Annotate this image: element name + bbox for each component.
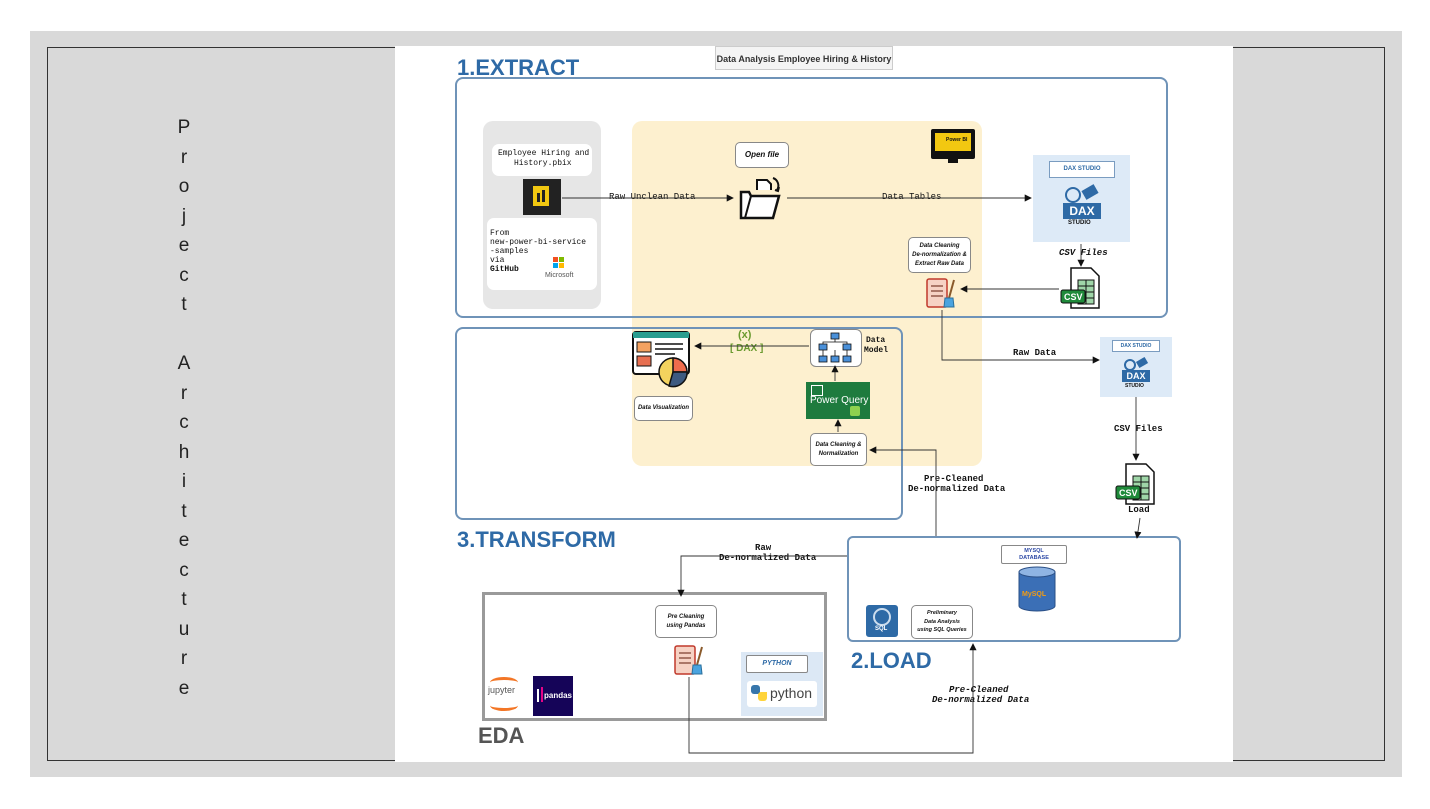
side-title-letter: P: [177, 117, 191, 138]
source-origin-card: From new-power-bi-service -samples via G…: [487, 218, 597, 290]
mysql-database-icon: MySQL: [1017, 566, 1057, 612]
arrow-raw-data: [941, 310, 1100, 364]
pbix-file-name-2: History.pbix: [514, 159, 572, 168]
arrow-eda-to-load: [688, 643, 977, 754]
extract-label: 1.EXTRACT: [457, 55, 580, 80]
mysql-database-note: MYSQL DATABASE: [1001, 545, 1067, 564]
raw-data-label: Raw Data: [1013, 348, 1057, 358]
side-title-letter: A: [177, 353, 191, 374]
architecture-diagram: Data Analysis Employee Hiring & History …: [395, 46, 1233, 762]
pbix-file-card: Employee Hiring and History.pbix: [492, 144, 592, 176]
python-tag: PYTHON: [746, 655, 808, 673]
pandas-logo-icon: pandas: [533, 676, 573, 716]
arrow-raw-to-eda: [677, 555, 847, 597]
side-title-letter: r: [180, 648, 188, 669]
python-logo-icon: python: [747, 681, 817, 707]
dax-studio-panel-2: DAX STUDIO DAX STUDIO: [1100, 337, 1172, 397]
pre-cleaned-label-1a: Pre-Cleaned: [924, 474, 984, 484]
transform-label: 3.TRANSFORM: [457, 527, 616, 552]
arrow-load: [1134, 517, 1142, 539]
open-file-note: Open file: [735, 142, 789, 168]
side-title-letter: u: [178, 618, 190, 640]
side-title-letter: c: [179, 559, 189, 581]
dax-studio-tag-2: DAX STUDIO: [1112, 340, 1160, 352]
source-via: via: [490, 256, 505, 265]
microsoft-label: Microsoft: [545, 272, 574, 279]
data-visualization-note: Data Visualization: [634, 396, 693, 421]
eda-label: EDA: [478, 723, 525, 748]
side-title-letter: c: [179, 264, 189, 286]
csv-files-label-1: CSV Files: [1059, 248, 1108, 258]
load-label: 2.LOAD: [851, 648, 932, 673]
data-cleaning-normalization-note: Data Cleaning & Normalization: [810, 433, 867, 466]
dax-studio-tag-1: DAX STUDIO: [1049, 161, 1115, 178]
side-title-letter: e: [178, 677, 190, 699]
diagram-title: Data Analysis Employee Hiring & History: [715, 46, 893, 70]
arrow-precleaned-to-transform: [869, 446, 937, 536]
preliminary-analysis-note: Preliminary Data Analysis using SQL Quer…: [911, 605, 973, 639]
connector-lines: [562, 194, 1142, 754]
dax-studio-logo-1-icon: DAX STUDIO: [1063, 184, 1103, 231]
side-title-letter: e: [178, 530, 190, 551]
source-github: GitHub: [490, 265, 519, 274]
pre-cleaned-label-2a: Pre-Cleaned: [949, 685, 1009, 695]
data-model-label-2: Model: [864, 346, 889, 355]
dax-studio-logo-2-icon: DAX STUDIO: [1122, 356, 1152, 393]
side-title-letter: c: [179, 412, 189, 433]
transform-section: [455, 327, 903, 520]
raw-unclean-data-label: Raw Unclean Data: [609, 192, 696, 202]
data-model-icon: [810, 329, 862, 367]
raw-denorm-label-b: De-normalized Data: [719, 553, 817, 563]
side-title-letter: t: [181, 500, 187, 522]
power-bi-icon: Power BI: [931, 129, 975, 163]
data-visualization-icon: [631, 330, 693, 390]
source-repo-2: -samples: [490, 247, 529, 256]
pbix-file-name-1: Employee Hiring and: [498, 149, 590, 158]
side-title-letter: r: [180, 382, 188, 404]
csv-file-icon-2: CSV: [1114, 462, 1158, 506]
data-model-label-1: Data: [866, 336, 886, 345]
raw-denorm-label-a: Raw: [755, 543, 772, 553]
data-cleaning-denorm-note: Data Cleaning De-normalization & Extract…: [908, 237, 971, 273]
side-title-letter: r: [180, 146, 188, 168]
side-title-letter: o: [178, 176, 190, 197]
csv-file-icon-1: CSV: [1059, 266, 1103, 310]
load-flow-label: Load: [1128, 505, 1150, 515]
pandas-cleaning-document-icon: [672, 643, 708, 677]
pbix-file-icon: [523, 179, 561, 215]
extract-section: [455, 77, 1168, 318]
side-title-letter: i: [181, 471, 187, 492]
data-tables-label: Data Tables: [882, 192, 942, 202]
dax-studio-panel-1: DAX STUDIO DAX STUDIO: [1033, 155, 1130, 242]
pre-cleaned-label-2b: De-normalized Data: [932, 695, 1030, 705]
pre-cleaned-label-1b: De-normalized Data: [908, 484, 1006, 494]
source-repo-1: new-power-bi-service: [490, 238, 587, 247]
side-title-letter: t: [181, 294, 187, 315]
jupyter-logo-icon: jupyter: [487, 674, 521, 712]
fx-icon: (x): [738, 329, 752, 341]
side-title-letter: j: [181, 205, 187, 227]
side-title-letter: e: [178, 235, 190, 256]
dax-label: [ DAX ]: [730, 343, 764, 354]
open-folder-icon: [737, 174, 783, 220]
microsoft-logo-icon: [553, 257, 565, 269]
power-query-icon: Power Query: [806, 382, 870, 419]
sql-query-icon: SQL: [866, 605, 898, 637]
csv-files-label-2: CSV Files: [1114, 424, 1163, 434]
pandas-cleaning-note: Pre Cleaning using Pandas: [655, 605, 717, 638]
cleaning-document-icon: [924, 276, 960, 310]
source-from: From: [490, 229, 510, 238]
side-title-letter: t: [181, 589, 187, 610]
side-title-letter: h: [178, 441, 190, 463]
side-title-letter: [170, 320, 198, 350]
